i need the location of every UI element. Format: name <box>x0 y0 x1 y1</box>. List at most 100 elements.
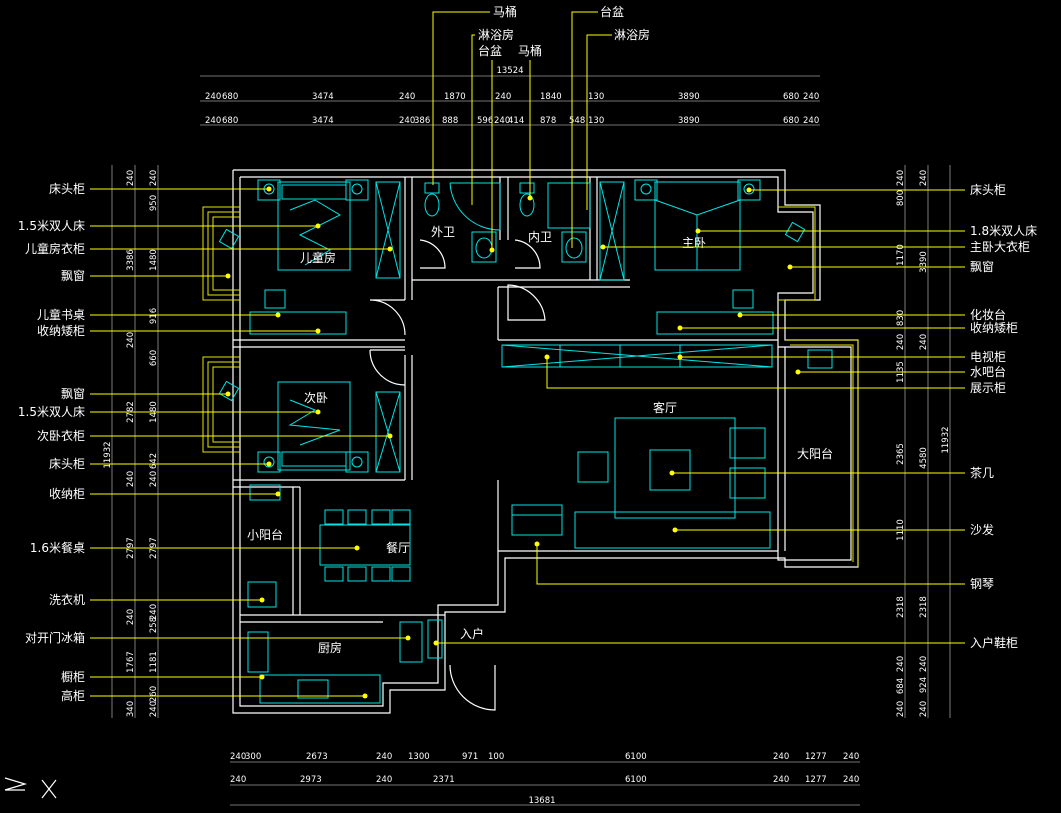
dim-top-r2-12: 3890 <box>678 116 700 126</box>
dim-top-r1-8: 3890 <box>678 92 700 102</box>
dim-bot-r1-9: 1277 <box>805 752 827 762</box>
top-leaders: 马桶 淋浴房 台盆 马桶 台盆 淋浴房 <box>432 4 650 253</box>
label-left-14: 对开门冰箱 <box>25 630 85 645</box>
room-dining: 餐厅 <box>386 540 410 555</box>
dim-top-r1-1: 680 <box>222 92 238 102</box>
bottom-dimensions: 240 300 2673 240 1300 971 100 6100 240 1… <box>230 752 860 806</box>
walls <box>202 169 859 714</box>
dim-top-r2-0: 240 <box>205 116 221 126</box>
dim-bot-r2-0: 240 <box>230 775 246 785</box>
dim-left-c2-0: 240 <box>149 170 159 186</box>
label-left-7: 飘窗 <box>61 387 85 401</box>
dim-top-r1-3: 240 <box>399 92 415 102</box>
dim-top-r2-9: 878 <box>540 116 556 126</box>
dim-bot-r1-1: 300 <box>245 752 261 762</box>
label-top-4: 马桶 <box>518 43 542 58</box>
dim-top-r1-7: 130 <box>588 92 604 102</box>
room-wc2: 内卫 <box>528 230 552 244</box>
label-left-13: 洗衣机 <box>49 592 85 607</box>
tall-cabinet <box>399 621 423 663</box>
left-dimensions: 11932 240 3386 240 2782 240 2797 240 176… <box>103 165 159 718</box>
ucs-axis-icon <box>4 777 57 799</box>
dim-right-c2-3: 830 <box>896 310 906 326</box>
dim-top-total: 13524 <box>496 66 523 76</box>
dim-top-r2-4: 386 <box>414 116 430 126</box>
label-left-8: 1.5米双人床 <box>18 405 85 419</box>
dim-right-c2-2: 1170 <box>896 244 906 266</box>
dim-bot-r1-7: 6100 <box>625 752 647 762</box>
dim-top-r2-6: 596 <box>477 116 493 126</box>
dim-top-r1-2: 3474 <box>312 92 334 102</box>
dim-top-r1-10: 240 <box>803 92 819 102</box>
dim-left-c2-1: 950 <box>149 195 159 211</box>
fridge <box>247 631 269 673</box>
dim-bot-r2-4: 6100 <box>625 775 647 785</box>
water-bar <box>807 349 833 369</box>
label-left-4: 飘窗 <box>61 269 85 283</box>
room-kitchen: 厨房 <box>318 640 342 655</box>
dim-bot-r1-5: 971 <box>462 752 478 762</box>
dim-left-c2-6: 642 <box>149 453 159 469</box>
room-living: 客厅 <box>653 400 677 415</box>
dim-right-c1-2: 240 <box>919 334 929 350</box>
label-right-8: 水吧台 <box>970 364 1006 379</box>
label-right-4: 飘窗 <box>970 260 994 274</box>
label-right-3: 主卧大衣柜 <box>970 239 1030 254</box>
room-entry: 入户 <box>460 626 484 641</box>
coffee-table <box>649 449 691 491</box>
label-left-3: 儿童房衣柜 <box>25 241 85 256</box>
dim-bot-r1-4: 1300 <box>408 752 430 762</box>
label-top-6: 淋浴房 <box>614 27 650 42</box>
label-right-1: 床头柜 <box>970 183 1006 197</box>
second-wardrobe <box>375 391 401 473</box>
room-kid: 儿童房 <box>300 250 336 265</box>
dim-top-r1-4: 1870 <box>444 92 466 102</box>
label-left-10: 床头柜 <box>49 457 85 471</box>
dim-left-c1-0: 240 <box>126 170 136 186</box>
room-wc1: 外卫 <box>431 225 455 239</box>
dim-left-c2-4: 660 <box>149 350 159 366</box>
dresser <box>656 311 774 335</box>
dim-right-c1-4: 2318 <box>919 596 929 618</box>
label-right-7: 电视柜 <box>970 349 1006 364</box>
dim-top-r1-0: 240 <box>205 92 221 102</box>
kid-desk <box>249 311 347 335</box>
dim-top-r2-5: 888 <box>442 116 458 126</box>
label-right-11: 沙发 <box>970 522 994 537</box>
dim-bot-r2-5: 240 <box>773 775 789 785</box>
master-wardrobe <box>599 181 625 281</box>
label-right-6: 收纳矮柜 <box>970 321 1018 335</box>
dim-left-c2-9: 258 <box>149 617 159 633</box>
label-left-12: 1.6米餐桌 <box>30 540 85 555</box>
dim-right-c2-4: 240 <box>896 334 906 350</box>
dim-left-c2-12: 260 <box>149 686 159 702</box>
dim-right-c1-0: 240 <box>919 170 929 186</box>
dim-bot-r1-0: 240 <box>230 752 246 762</box>
kid-wardrobe <box>375 181 401 279</box>
dim-right-c2-10: 684 <box>896 678 906 694</box>
label-left-5: 儿童书桌 <box>37 307 85 322</box>
dim-top-r1-6: 1840 <box>540 92 562 102</box>
cabinet <box>259 674 381 704</box>
dim-left-c2-11: 1181 <box>149 651 159 673</box>
dim-top-r2-7: 240 <box>494 116 510 126</box>
dim-bot-r1-3: 240 <box>376 752 392 762</box>
dim-left-c1-6: 240 <box>126 609 136 625</box>
dim-left-c1-8: 340 <box>126 701 136 717</box>
label-top-3: 台盆 <box>478 43 502 58</box>
dim-bot-r1-6: 100 <box>488 752 504 762</box>
dim-bot-r1-2: 2673 <box>306 752 328 762</box>
label-left-1: 床头柜 <box>49 182 85 196</box>
dim-right-c1-3: 4580 <box>919 447 929 469</box>
dim-right-c2-0: 240 <box>896 170 906 186</box>
doors <box>369 239 546 711</box>
dining-table <box>319 524 411 566</box>
label-right-13: 入户鞋柜 <box>970 635 1018 650</box>
dim-right-c2-9: 240 <box>896 656 906 672</box>
dim-left-c1-7: 1767 <box>126 651 136 673</box>
label-top-1: 马桶 <box>493 4 517 19</box>
dim-left-c1-4: 240 <box>126 471 136 487</box>
label-right-12: 钢琴 <box>970 577 994 591</box>
dim-top-r2-3: 240 <box>399 116 415 126</box>
dim-left-c2-2: 1480 <box>149 249 159 271</box>
